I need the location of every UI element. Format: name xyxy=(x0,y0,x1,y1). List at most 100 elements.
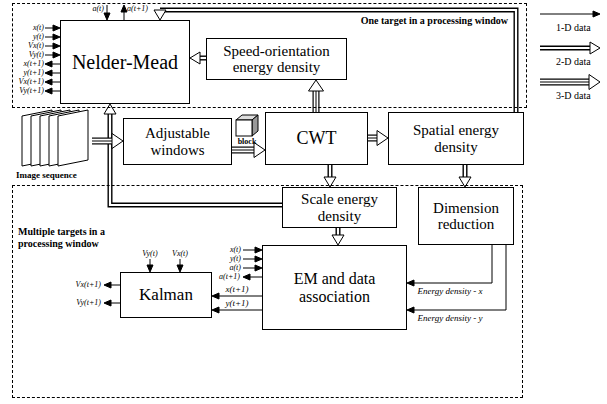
legend-text: 3-D data xyxy=(556,90,591,101)
arrow-head xyxy=(121,5,127,12)
line-stroke xyxy=(368,135,377,142)
box-label: Adjustable windows xyxy=(128,125,227,158)
line-stroke xyxy=(232,150,254,151)
line-stroke xyxy=(540,46,590,51)
line-stroke xyxy=(540,82,589,83)
signal-label: x(t) xyxy=(33,23,44,32)
line-stroke xyxy=(250,277,262,278)
region-title: One target in a processing window xyxy=(326,15,508,27)
arrow-head xyxy=(309,80,324,91)
signal-arrow xyxy=(104,300,120,306)
signal-arrow xyxy=(45,70,60,76)
legend-sample xyxy=(540,11,600,17)
signal-label: Vy(t) xyxy=(29,50,44,59)
line-stroke xyxy=(111,285,120,286)
arrow-head xyxy=(190,52,200,64)
signal-arrow xyxy=(121,5,127,20)
box-label: Speed-orientation energy density xyxy=(211,43,342,76)
connector xyxy=(368,131,388,146)
line-stroke xyxy=(219,296,262,297)
signal-arrow xyxy=(243,274,262,280)
data-arrow xyxy=(92,134,123,149)
region-title: Multiple targets in a processing window xyxy=(18,226,130,249)
arrow-head xyxy=(377,131,388,146)
process-box: Scale energy density xyxy=(282,187,397,228)
signal-label: a(t+1) xyxy=(127,4,148,13)
block-cube xyxy=(236,115,258,136)
line-stroke xyxy=(414,245,506,310)
box-label: Kalman xyxy=(139,286,193,305)
line-stroke xyxy=(232,148,254,153)
signal-label: a(t+1) xyxy=(219,272,240,281)
figure-label: Image sequence xyxy=(16,170,77,180)
arrow-head xyxy=(593,11,600,17)
arrow-head xyxy=(104,104,116,114)
box-label: CWT xyxy=(297,129,337,149)
line-stroke xyxy=(313,91,320,112)
dashed-region: One target in a processing windowNelder-… xyxy=(12,3,527,108)
process-box: Speed-orientation energy density xyxy=(206,38,347,80)
line-stroke xyxy=(160,10,516,112)
arrow-head xyxy=(104,13,110,20)
arrow-head xyxy=(53,43,60,49)
line-stroke xyxy=(243,259,255,260)
signal-arrow xyxy=(177,259,183,272)
arrow-head xyxy=(53,52,60,58)
line-stroke xyxy=(540,80,589,85)
arrow-head xyxy=(243,274,250,280)
process-box: Dimension reduction xyxy=(418,187,514,245)
arrow-head xyxy=(147,265,153,272)
signal-arrow xyxy=(243,265,262,271)
signal-arrow xyxy=(147,259,153,272)
line-stroke xyxy=(45,28,53,29)
figure-label: block xyxy=(238,137,257,146)
signal-label: y(t) xyxy=(33,32,44,41)
signal-label: Vx(t+1) xyxy=(76,280,101,289)
line-stroke xyxy=(314,91,319,112)
line-stroke xyxy=(540,14,593,15)
arrow-head xyxy=(53,25,60,31)
line-stroke xyxy=(368,138,377,139)
line-stroke xyxy=(336,228,341,235)
connector xyxy=(459,165,471,187)
line-stroke xyxy=(243,250,255,251)
arrow-head xyxy=(104,282,111,288)
signal-label: x(t) xyxy=(230,245,241,254)
box-label: EM and data association xyxy=(267,270,402,305)
line-stroke xyxy=(150,259,151,265)
line-stroke xyxy=(160,10,516,112)
connector xyxy=(407,245,506,313)
box-label: Scale energy density xyxy=(287,191,392,224)
signal-label: x(t+1) xyxy=(24,59,45,68)
signal-arrow xyxy=(45,34,60,40)
process-box: Kalman xyxy=(120,272,212,318)
connector xyxy=(190,52,206,64)
arrow-head xyxy=(45,88,52,94)
arrow-head xyxy=(255,265,262,271)
line-stroke xyxy=(52,64,60,65)
line-stroke xyxy=(45,37,53,38)
line-stroke xyxy=(92,138,112,145)
box-label: Nelder-Mead xyxy=(72,51,178,73)
box-label: Dimension reduction xyxy=(423,200,509,233)
process-box: EM and data association xyxy=(262,245,407,330)
line-stroke xyxy=(92,141,112,142)
legend-text: 2-D data xyxy=(556,56,591,67)
legend-sample xyxy=(540,75,600,90)
signal-label: y(t+1) xyxy=(24,68,45,77)
line-stroke xyxy=(219,310,262,311)
signal-label: Vy(t) xyxy=(142,249,157,258)
line-stroke xyxy=(111,303,120,304)
arrow-head xyxy=(212,307,219,313)
signal-label: a(t) xyxy=(229,263,241,272)
box-label: Spatial energy density xyxy=(393,122,519,155)
process-box: CWT xyxy=(265,112,368,165)
signal-label: y(t) xyxy=(230,254,241,263)
signal-arrow xyxy=(45,61,60,67)
connector xyxy=(407,245,492,286)
legend-sample xyxy=(540,42,600,54)
line-stroke xyxy=(337,228,339,235)
line-stroke xyxy=(414,245,492,283)
line-stroke xyxy=(92,139,112,144)
